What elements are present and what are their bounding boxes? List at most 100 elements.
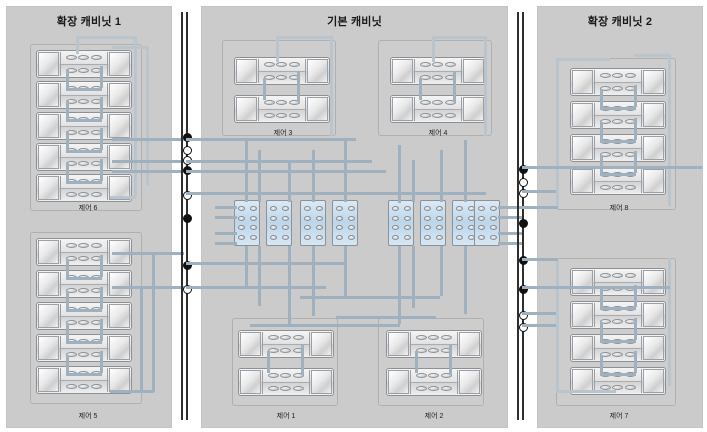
port[interactable] xyxy=(599,384,611,390)
port[interactable] xyxy=(303,206,311,212)
port[interactable] xyxy=(612,85,624,91)
port[interactable] xyxy=(280,373,292,379)
port[interactable] xyxy=(276,62,288,68)
port[interactable] xyxy=(432,100,444,106)
port[interactable] xyxy=(415,335,427,341)
port[interactable] xyxy=(403,206,411,212)
port[interactable] xyxy=(263,112,275,118)
port[interactable] xyxy=(489,206,497,212)
port[interactable] xyxy=(489,225,497,231)
port[interactable] xyxy=(263,74,275,80)
port[interactable] xyxy=(267,373,279,379)
port[interactable] xyxy=(432,112,444,118)
port[interactable] xyxy=(293,335,305,341)
port[interactable] xyxy=(428,335,440,341)
port[interactable] xyxy=(335,206,343,212)
port[interactable] xyxy=(599,273,611,279)
port[interactable] xyxy=(263,62,275,68)
port[interactable] xyxy=(315,215,323,221)
port[interactable] xyxy=(91,55,103,61)
port[interactable] xyxy=(489,234,497,240)
disk-shelf[interactable] xyxy=(570,301,666,329)
port[interactable] xyxy=(599,184,611,190)
port[interactable] xyxy=(441,373,453,379)
port[interactable] xyxy=(280,347,292,353)
port[interactable] xyxy=(347,215,355,221)
port[interactable] xyxy=(263,100,275,106)
disk-shelf[interactable] xyxy=(36,50,132,78)
port[interactable] xyxy=(612,73,624,79)
disk-shelf[interactable] xyxy=(238,330,334,358)
port[interactable] xyxy=(419,112,431,118)
disk-shelf[interactable] xyxy=(36,270,132,298)
disk-shelf[interactable] xyxy=(386,368,482,396)
port[interactable] xyxy=(78,287,90,293)
port[interactable] xyxy=(391,234,399,240)
port[interactable] xyxy=(281,215,289,221)
port[interactable] xyxy=(445,62,457,68)
port[interactable] xyxy=(612,184,624,190)
port[interactable] xyxy=(347,234,355,240)
port[interactable] xyxy=(78,191,90,197)
disk-shelf[interactable] xyxy=(570,268,666,296)
port[interactable] xyxy=(91,243,103,249)
port[interactable] xyxy=(78,98,90,104)
port[interactable] xyxy=(65,319,77,325)
port[interactable] xyxy=(415,347,427,353)
disk-shelf[interactable] xyxy=(36,302,132,330)
port[interactable] xyxy=(403,234,411,240)
port[interactable] xyxy=(335,225,343,231)
disk-shelf[interactable] xyxy=(570,134,666,162)
controller-unit[interactable] xyxy=(388,200,414,246)
port[interactable] xyxy=(281,225,289,231)
port[interactable] xyxy=(269,225,277,231)
port[interactable] xyxy=(335,234,343,240)
port[interactable] xyxy=(625,184,637,190)
port[interactable] xyxy=(612,151,624,157)
port[interactable] xyxy=(477,215,485,221)
port[interactable] xyxy=(267,347,279,353)
port[interactable] xyxy=(455,215,463,221)
port[interactable] xyxy=(303,225,311,231)
port[interactable] xyxy=(281,234,289,240)
port[interactable] xyxy=(280,335,292,341)
controller-unit[interactable] xyxy=(300,200,326,246)
controller-unit[interactable] xyxy=(332,200,358,246)
port[interactable] xyxy=(249,206,257,212)
port[interactable] xyxy=(315,206,323,212)
port[interactable] xyxy=(267,335,279,341)
port[interactable] xyxy=(276,100,288,106)
disk-shelf[interactable] xyxy=(234,95,330,123)
port[interactable] xyxy=(625,273,637,279)
port[interactable] xyxy=(599,318,611,324)
disk-shelf[interactable] xyxy=(570,334,666,362)
port[interactable] xyxy=(435,215,443,221)
disk-shelf[interactable] xyxy=(390,57,486,85)
port[interactable] xyxy=(489,215,497,221)
disk-shelf[interactable] xyxy=(570,167,666,195)
port[interactable] xyxy=(423,234,431,240)
port[interactable] xyxy=(78,67,90,73)
port[interactable] xyxy=(419,74,431,80)
port[interactable] xyxy=(432,62,444,68)
port[interactable] xyxy=(91,383,103,389)
port[interactable] xyxy=(78,351,90,357)
port[interactable] xyxy=(612,351,624,357)
controller-unit[interactable] xyxy=(234,200,260,246)
port[interactable] xyxy=(267,385,279,391)
port[interactable] xyxy=(78,243,90,249)
port[interactable] xyxy=(625,73,637,79)
port[interactable] xyxy=(249,215,257,221)
disk-shelf[interactable] xyxy=(36,81,132,109)
port[interactable] xyxy=(423,215,431,221)
port[interactable] xyxy=(276,112,288,118)
port[interactable] xyxy=(249,234,257,240)
port[interactable] xyxy=(599,73,611,79)
port[interactable] xyxy=(612,273,624,279)
port[interactable] xyxy=(315,225,323,231)
port[interactable] xyxy=(419,100,431,106)
controller-unit[interactable] xyxy=(266,200,292,246)
port[interactable] xyxy=(599,85,611,91)
port[interactable] xyxy=(391,225,399,231)
port[interactable] xyxy=(419,62,431,68)
